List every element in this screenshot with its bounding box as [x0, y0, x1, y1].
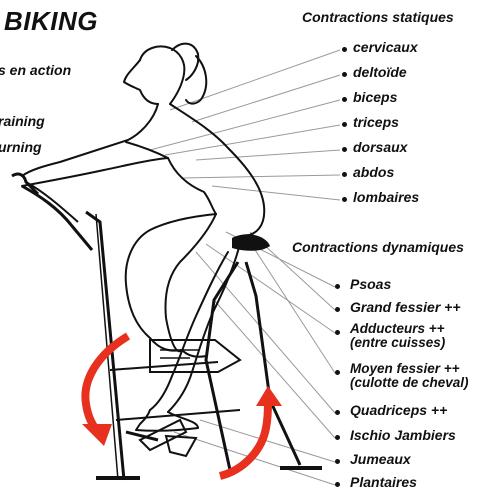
static-item-cervicaux: cervicaux — [353, 39, 418, 55]
bullet — [335, 459, 340, 464]
saddle — [232, 234, 270, 250]
bullet — [342, 47, 347, 52]
left-text-3: urning — [0, 139, 42, 155]
bullet — [342, 72, 347, 77]
bullet — [342, 197, 347, 202]
static-item-lombaires: lombaires — [353, 189, 419, 205]
dynamic-item-jumeaux: Jumeaux — [350, 451, 411, 467]
rotation-arrow-left-head — [82, 424, 112, 446]
bullet — [342, 97, 347, 102]
static-item-deltoide: deltoïde — [353, 64, 407, 80]
static-item-biceps: biceps — [353, 89, 397, 105]
dynamic-item-quadriceps: Quadriceps ++ — [350, 402, 447, 418]
rotation-arrow-right-head — [256, 386, 282, 406]
static-item-triceps: triceps — [353, 114, 399, 130]
dynamic-contractions-header: Contractions dynamiques — [292, 239, 464, 255]
rotation-arrow-right — [220, 402, 268, 476]
dynamic-item-plantaires: Plantaires — [350, 474, 417, 490]
bullet — [335, 410, 340, 415]
bullet — [335, 482, 340, 487]
dynamic-item-ischio-jambiers: Ischio Jambiers — [350, 427, 456, 443]
static-item-dorsaux: dorsaux — [353, 139, 407, 155]
bullet — [342, 147, 347, 152]
bullet — [335, 370, 340, 375]
dynamic-item-grand-fessier: Grand fessier ++ — [350, 299, 461, 315]
leader-line — [196, 150, 340, 160]
page-title: BIKING — [4, 6, 98, 37]
static-contractions-header: Contractions statiques — [302, 9, 454, 25]
dynamic-item-adducteurs: Adducteurs ++ — [350, 322, 445, 336]
dynamic-item-adducteurs-note: (entre cuisses) — [350, 336, 445, 350]
dynamic-item-moyen-fessier: Moyen fessier ++ — [350, 362, 460, 376]
leader-line — [192, 75, 340, 122]
leader-line — [182, 175, 340, 178]
bullet — [335, 435, 340, 440]
rider-figure — [22, 44, 264, 431]
bullet — [335, 307, 340, 312]
bullet — [335, 284, 340, 289]
bullet — [342, 122, 347, 127]
dynamic-item-moyen-fessier-note: (culotte de cheval) — [350, 376, 469, 390]
bullet — [342, 172, 347, 177]
leader-line — [165, 125, 340, 155]
leader-line — [212, 186, 340, 200]
dynamic-item-psoas: Psoas — [350, 276, 391, 292]
static-item-abdos: abdos — [353, 164, 394, 180]
bullet — [335, 330, 340, 335]
left-text-1: s en action — [0, 62, 71, 78]
leader-line — [170, 50, 340, 110]
left-text-2: raining — [0, 113, 45, 129]
